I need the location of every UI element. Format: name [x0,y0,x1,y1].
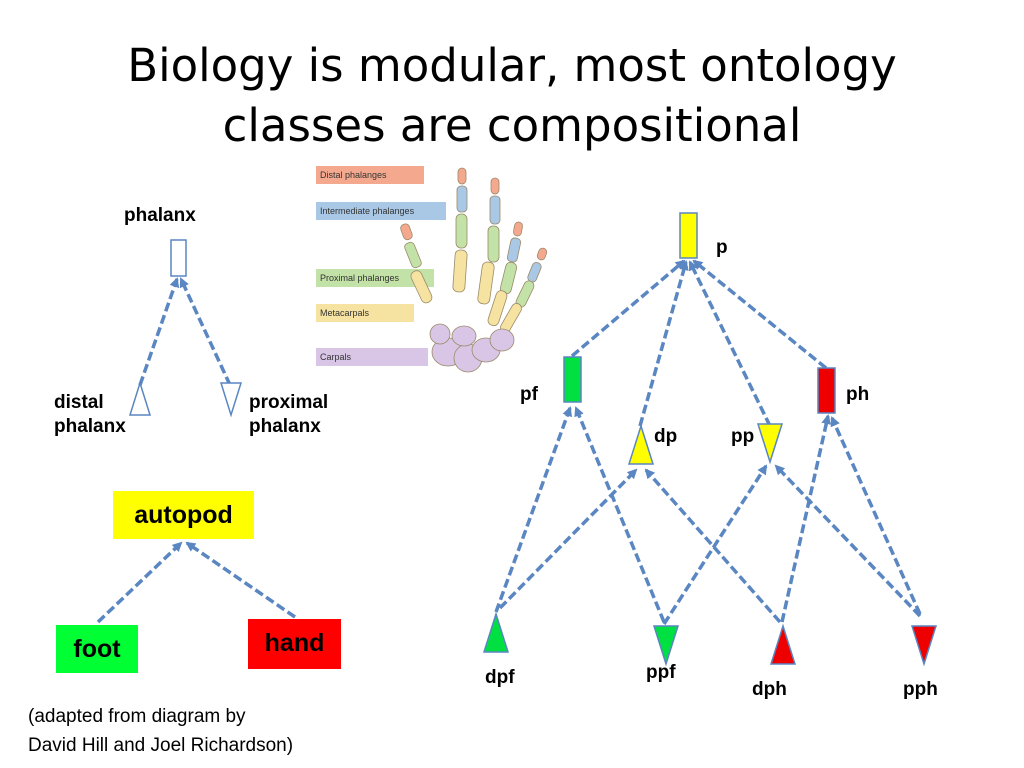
caption-line-2: David Hill and Joel Richardson) [28,735,294,756]
legend-metacarpals: Metacarpals [316,304,414,322]
title-line-2: classes are compositional [222,99,802,152]
p-label: p [716,237,728,258]
legend-distal-phalanges: Distal phalanges [316,166,424,184]
edge-proximal-to-phalanx [179,277,232,386]
distal-label-line2: phalanx [54,416,126,437]
p-node [679,212,698,259]
title-line-1: Biology is modular, most ontology [127,39,897,92]
edge-foot-to-autopod [96,541,183,624]
attribution-caption: (adapted from diagram by David Hill and … [28,702,293,760]
proximal-phalanx-node [219,382,243,418]
edge-distal-to-phalanx [138,277,180,386]
phalanx-label: phalanx [124,205,196,226]
foot-box: foot [56,625,138,673]
dph-node [769,623,797,665]
edge-pf-to-p [570,259,686,358]
dp-label: dp [654,426,678,447]
pp-node [756,423,784,465]
ppf-label: ppf [646,662,676,683]
slide-title: Biology is modular, most ontology classe… [0,36,1024,156]
phalanx-node [170,239,187,277]
proximal-label-line1: proximal [249,392,329,413]
legend-proximal-phalanges: Proximal phalanges [316,269,434,287]
ph-label: ph [846,384,870,405]
distal-label-line1: distal [54,392,104,413]
edge-hand-to-autopod [185,541,296,619]
pph-node [910,625,938,667]
ppf-node [652,625,680,667]
edge-pph-to-ph [830,416,922,615]
edge-dph-to-dp [644,468,782,624]
edge-dpf-to-pf [494,406,572,613]
hand-bones-drawing [400,167,548,373]
dpf-label: dpf [485,667,515,688]
pf-node [563,356,582,403]
edge-dpf-to-dp [498,468,638,610]
legend-intermediate-phalanges: Intermediate phalanges [316,202,446,220]
edge-dph-to-ph [780,414,832,623]
dph-label: dph [752,679,787,700]
dp-node [627,423,655,465]
ph-node [817,367,836,414]
distal-phalanx-node [128,380,152,416]
edge-pp-to-p [688,260,772,427]
edge-ph-to-p [692,259,828,370]
proximal-phalanx-label: proximal phalanx [249,391,328,439]
pph-label: pph [903,679,938,700]
legend-carpals: Carpals [316,348,428,366]
edge-dp-to-p [638,260,689,427]
autopod-box: autopod [113,491,254,539]
edge-pph-to-pp [774,464,922,618]
hand-skeleton-image: Distal phalanges Intermediate phalanges … [316,162,548,380]
caption-line-1: (adapted from diagram by [28,706,246,727]
proximal-label-line2: phalanx [249,416,321,437]
pf-label: pf [520,384,538,405]
pp-label: pp [731,426,755,447]
dpf-node [482,611,510,653]
distal-phalanx-label: distal phalanx [54,391,126,439]
edge-ppf-to-pp [662,464,768,625]
hand-box: hand [248,619,341,669]
